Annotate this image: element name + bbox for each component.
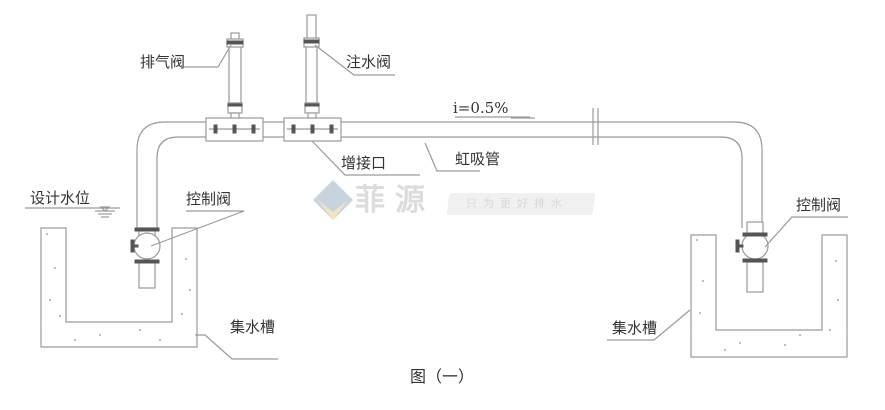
figure-caption: 图（一） <box>410 367 475 386</box>
siphon-pipe-inner <box>156 136 743 228</box>
watermark-slogan: 只为更好排水 <box>466 197 568 210</box>
label-design-water-level: 设计水位 <box>30 189 91 207</box>
label-control-valve-left: 控制阀 <box>186 190 232 208</box>
brand-logo-icon <box>313 180 353 220</box>
sump-left <box>40 227 198 348</box>
watermark-slogan-badge: 只为更好排水 <box>446 193 596 215</box>
label-control-valve-right: 控制阀 <box>796 196 842 214</box>
label-exhaust-valve: 排气阀 <box>140 53 186 71</box>
sump-right <box>690 234 848 358</box>
label-fill-valve: 注水阀 <box>346 53 392 71</box>
label-extension-port: 增接口 <box>341 154 387 172</box>
label-siphon-pipe: 虹吸管 <box>455 150 501 168</box>
watermark-brand: 菲源 <box>355 183 435 218</box>
label-slope: i=0.5% <box>453 99 509 117</box>
label-sump-right: 集水槽 <box>612 319 658 337</box>
siphon-pipe-outer <box>136 121 763 228</box>
label-sump-left: 集水槽 <box>230 318 276 336</box>
